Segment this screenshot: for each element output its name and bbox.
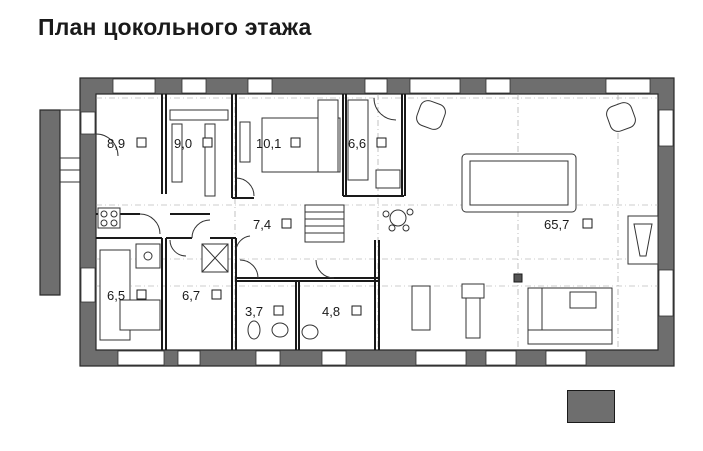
marker-square-icon xyxy=(211,289,222,300)
room-area: 4,8 xyxy=(322,304,340,319)
room-area: 6,6 xyxy=(348,136,366,151)
marker-square-icon xyxy=(136,289,147,300)
room-label: 6,5 xyxy=(107,288,147,303)
marker-square-icon xyxy=(202,137,213,148)
room-label: 3,7 xyxy=(245,304,284,319)
marker-square-icon xyxy=(290,137,301,148)
room-label: 7,4 xyxy=(253,217,292,232)
wall-legend-swatch xyxy=(567,390,615,423)
room-area: 10,1 xyxy=(256,136,281,151)
exterior-stair xyxy=(39,109,80,296)
room-label: 10,1 xyxy=(256,136,301,151)
marker-square-icon xyxy=(136,137,147,148)
marker-square-icon xyxy=(281,218,292,229)
interior-partitions xyxy=(96,94,406,350)
room-label: 6,7 xyxy=(182,288,222,303)
room-area: 6,7 xyxy=(182,288,200,303)
room-area: 8,9 xyxy=(107,136,125,151)
room-label: 65,7 xyxy=(544,217,593,232)
room-label: 8,9 xyxy=(107,136,147,151)
room-area: 3,7 xyxy=(245,304,263,319)
marker-square-icon xyxy=(376,137,387,148)
exterior-walls xyxy=(79,77,675,367)
plan-title: План цокольного этажа xyxy=(38,14,312,40)
room-area: 7,4 xyxy=(253,217,271,232)
marker-square-icon xyxy=(351,305,362,316)
doors xyxy=(95,97,397,279)
room-label: 6,6 xyxy=(348,136,387,151)
room-area: 6,5 xyxy=(107,288,125,303)
room-area: 9,0 xyxy=(174,136,192,151)
marker-square-icon xyxy=(273,305,284,316)
furniture xyxy=(97,99,659,345)
room-label: 9,0 xyxy=(174,136,213,151)
room-labels: 8,9 9,0 10,1 6,6 65,7 7,4 6,5 6,7 xyxy=(107,136,593,319)
marker-square-icon xyxy=(582,218,593,229)
room-label: 4,8 xyxy=(322,304,362,319)
room-area: 65,7 xyxy=(544,217,569,232)
